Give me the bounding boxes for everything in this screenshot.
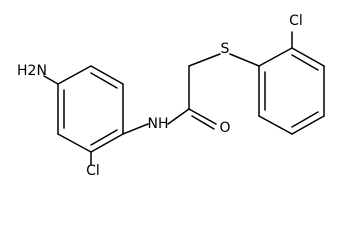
left-benzene-ring: [57, 65, 124, 153]
double-bond-inner-bottom-right-ring: [291, 111, 319, 128]
double-bond-inner-top-right: [90, 72, 118, 89]
right-benzene-ring: [258, 47, 325, 135]
cl-left-label: Cl: [86, 163, 100, 177]
bond-c2-c3: [57, 133, 92, 153]
bond-carbonyl-o-2: [191, 115, 215, 130]
bond-r6-r1: [258, 47, 293, 67]
bond-nh-to-carbonyl: [167, 108, 190, 125]
oxygen-label: O: [219, 120, 230, 136]
cl-right-label: Cl: [289, 13, 303, 29]
bond-r5-r6: [291, 47, 325, 67]
bond-r3-r4: [291, 115, 325, 135]
sulfur-label: S: [221, 41, 230, 57]
bond-ch2-to-s: [188, 53, 221, 67]
bond-carbonyl-o-1: [188, 108, 217, 125]
bond-s-to-ring: [229, 53, 260, 67]
double-bond-inner-top-right-ring: [291, 54, 319, 71]
bond-r2-r3: [258, 115, 293, 135]
bond-ring-to-nh: [122, 123, 149, 135]
chemical-structure-diagram: H2N Cl NH O S Cl: [17, 13, 325, 177]
bond-ring-to-nh2: [43, 75, 59, 85]
bond-c3-c4: [90, 133, 124, 153]
bond-c5-c6: [90, 65, 124, 85]
nh2-label: H2N: [17, 63, 47, 79]
nh-label: NH: [148, 116, 169, 132]
bond-c6-c1: [57, 65, 92, 85]
double-bond-inner-bottom-right: [90, 129, 118, 146]
